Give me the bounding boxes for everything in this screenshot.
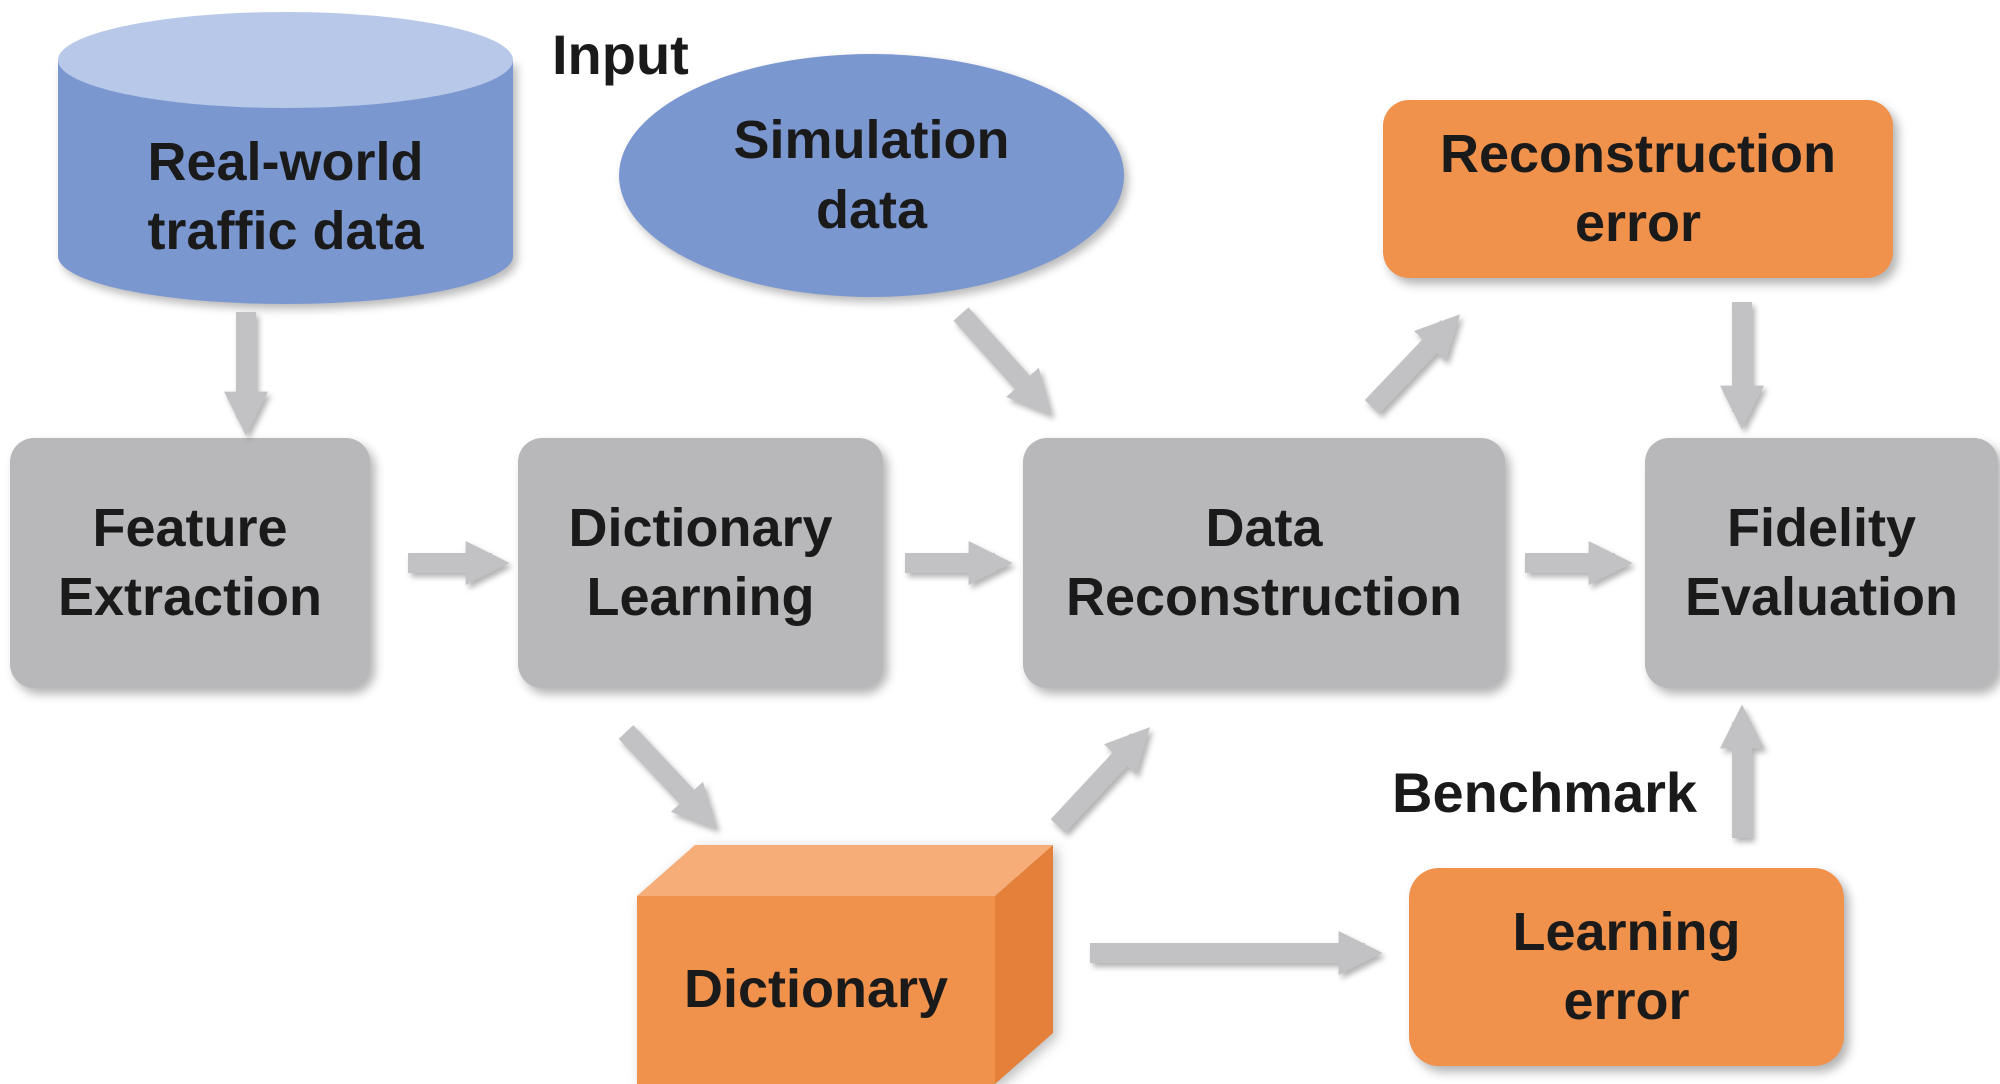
input-annotation: Input — [552, 23, 689, 86]
arrow-simulation-data-to-data-reconstruction — [953, 307, 1052, 416]
real-world-traffic-data-node: Real-world traffic data — [58, 12, 513, 304]
dictionary-label: Dictionary — [683, 959, 949, 1020]
simulation-data-node: Simulation data — [619, 54, 1124, 297]
fidelity-evaluation-label: Fidelity Evaluation — [1684, 497, 1959, 627]
feature-extraction-label: Feature Extraction — [57, 497, 323, 627]
arrow-data-reconstruction-to-reconstruction-error — [1364, 314, 1461, 414]
dictionary-node: Dictionary — [637, 845, 1053, 1084]
arrow-dictionary-learning-to-dictionary — [618, 725, 718, 829]
dictionary-learning-node: Dictionary Learning — [518, 438, 883, 688]
data-reconstruction-node: Data Reconstruction — [1023, 438, 1505, 688]
reconstruction-error-node: Reconstruction error — [1383, 100, 1893, 278]
reconstruction-error-label: Reconstruction error — [1439, 123, 1837, 253]
dictionary-learning-label: Dictionary Learning — [568, 497, 833, 627]
benchmark-annotation: Benchmark — [1392, 761, 1698, 824]
real-world-traffic-data-label: Real-world traffic data — [147, 131, 424, 261]
fidelity-evaluation-node: Fidelity Evaluation — [1645, 438, 1998, 688]
simulation-data-label: Simulation data — [733, 110, 1010, 240]
dictionary-box-top-face — [637, 845, 1053, 896]
arrow-dictionary-to-data-reconstruction — [1050, 727, 1150, 833]
feature-extraction-node: Feature Extraction — [10, 438, 370, 688]
dictionary-box-front-face: Dictionary — [637, 896, 995, 1084]
data-reconstruction-label: Data Reconstruction — [1065, 497, 1463, 627]
learning-error-node: Learning error — [1409, 868, 1844, 1066]
learning-error-label: Learning error — [1512, 901, 1741, 1031]
cylinder-top — [58, 12, 513, 108]
